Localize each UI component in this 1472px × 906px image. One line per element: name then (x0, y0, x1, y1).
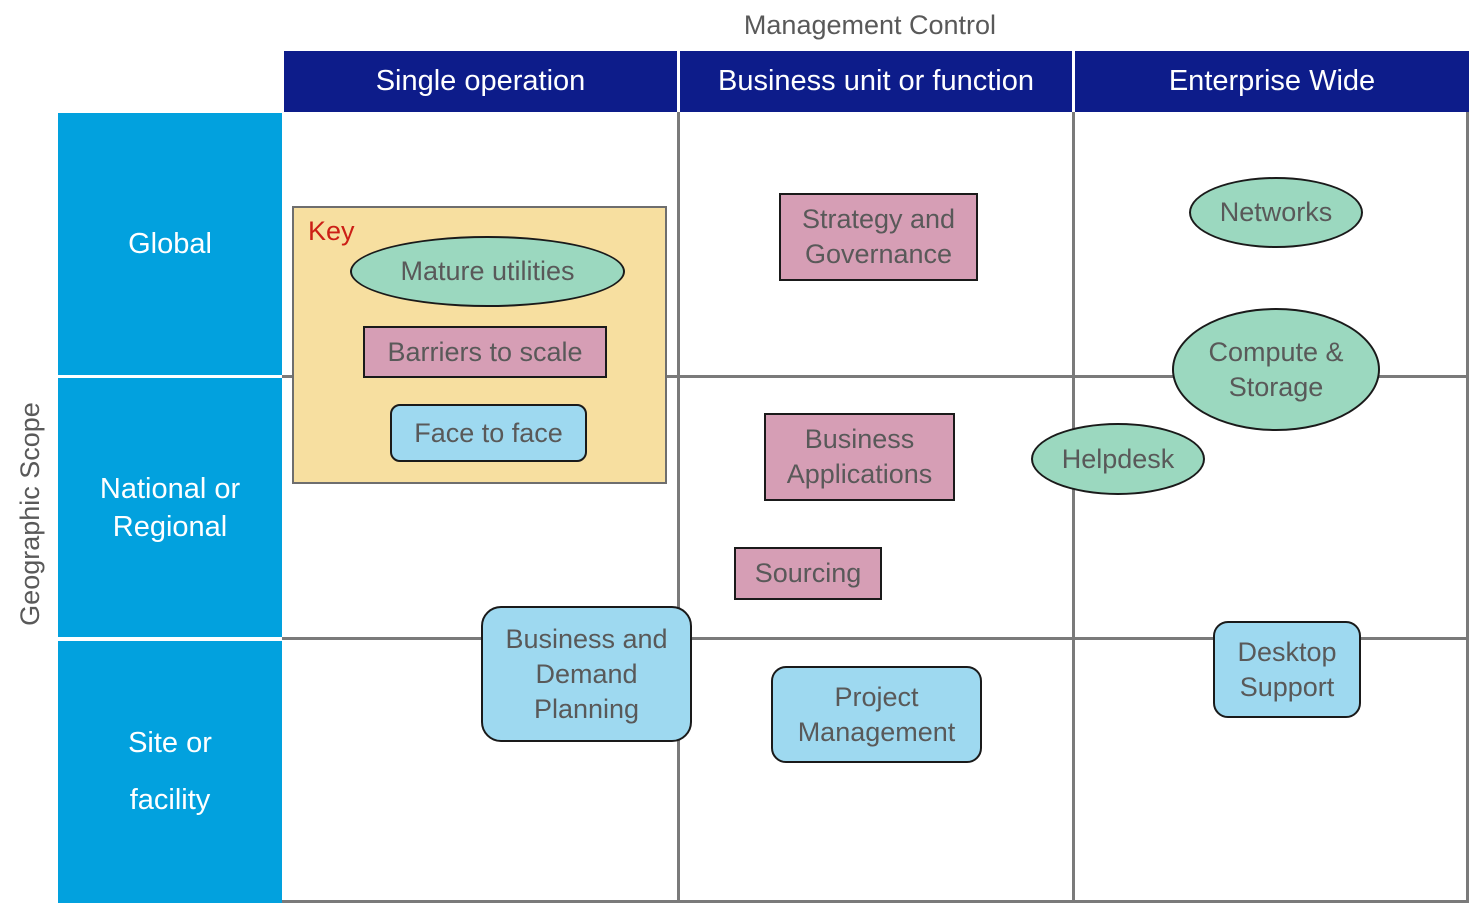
item-helpdesk: Helpdesk (1031, 423, 1205, 495)
item-business-applications-text: Business Applications (786, 424, 933, 489)
grid-line-bottom (282, 900, 1469, 903)
column-header-business-unit: Business unit or function (680, 51, 1072, 112)
key-label: Key (308, 216, 355, 246)
x-axis-title: Management Control (743, 10, 997, 40)
row-header-national: National or Regional (58, 378, 282, 637)
item-project-management-text: Project Management (797, 681, 956, 747)
item-strategy-and-governance-text: Strategy and Governance (801, 204, 956, 269)
key-item-mature-utilities: Mature utilities (350, 236, 625, 307)
item-desktop-support-text: Desktop Support (1237, 636, 1337, 702)
item-compute-storage-text: Compute & Storage (1208, 336, 1344, 402)
item-business-and-demand-planning-text: Business and Demand Planning (505, 623, 668, 724)
item-desktop-support: Desktop Support (1213, 621, 1361, 718)
y-axis-title: Geographic Scope (15, 402, 45, 626)
column-header-enterprise-wide: Enterprise Wide (1075, 51, 1469, 112)
row-header-site-text: Site or facility (128, 727, 212, 816)
row-header-national-text: National or Regional (99, 472, 241, 543)
item-business-and-demand-planning: Business and Demand Planning (481, 606, 692, 742)
item-compute-storage: Compute & Storage (1172, 308, 1380, 431)
key-item-face-to-face: Face to face (390, 404, 587, 462)
key-item-barriers-to-scale: Barriers to scale (363, 326, 607, 378)
grid-line-horizontal-1 (282, 375, 1469, 378)
grid-line-horizontal-2 (282, 637, 1469, 640)
row-header-global: Global (58, 113, 282, 375)
grid-line-vertical-1 (677, 112, 680, 903)
item-project-management: Project Management (771, 666, 982, 763)
row-header-site: Site or facility (58, 641, 282, 903)
grid-line-vertical-2 (1072, 112, 1075, 903)
column-header-single-operation: Single operation (284, 51, 677, 112)
item-business-applications: Business Applications (764, 413, 955, 501)
grid-line-right (1466, 112, 1469, 903)
item-strategy-and-governance: Strategy and Governance (779, 193, 978, 281)
item-sourcing: Sourcing (734, 547, 882, 600)
item-networks: Networks (1189, 177, 1363, 248)
